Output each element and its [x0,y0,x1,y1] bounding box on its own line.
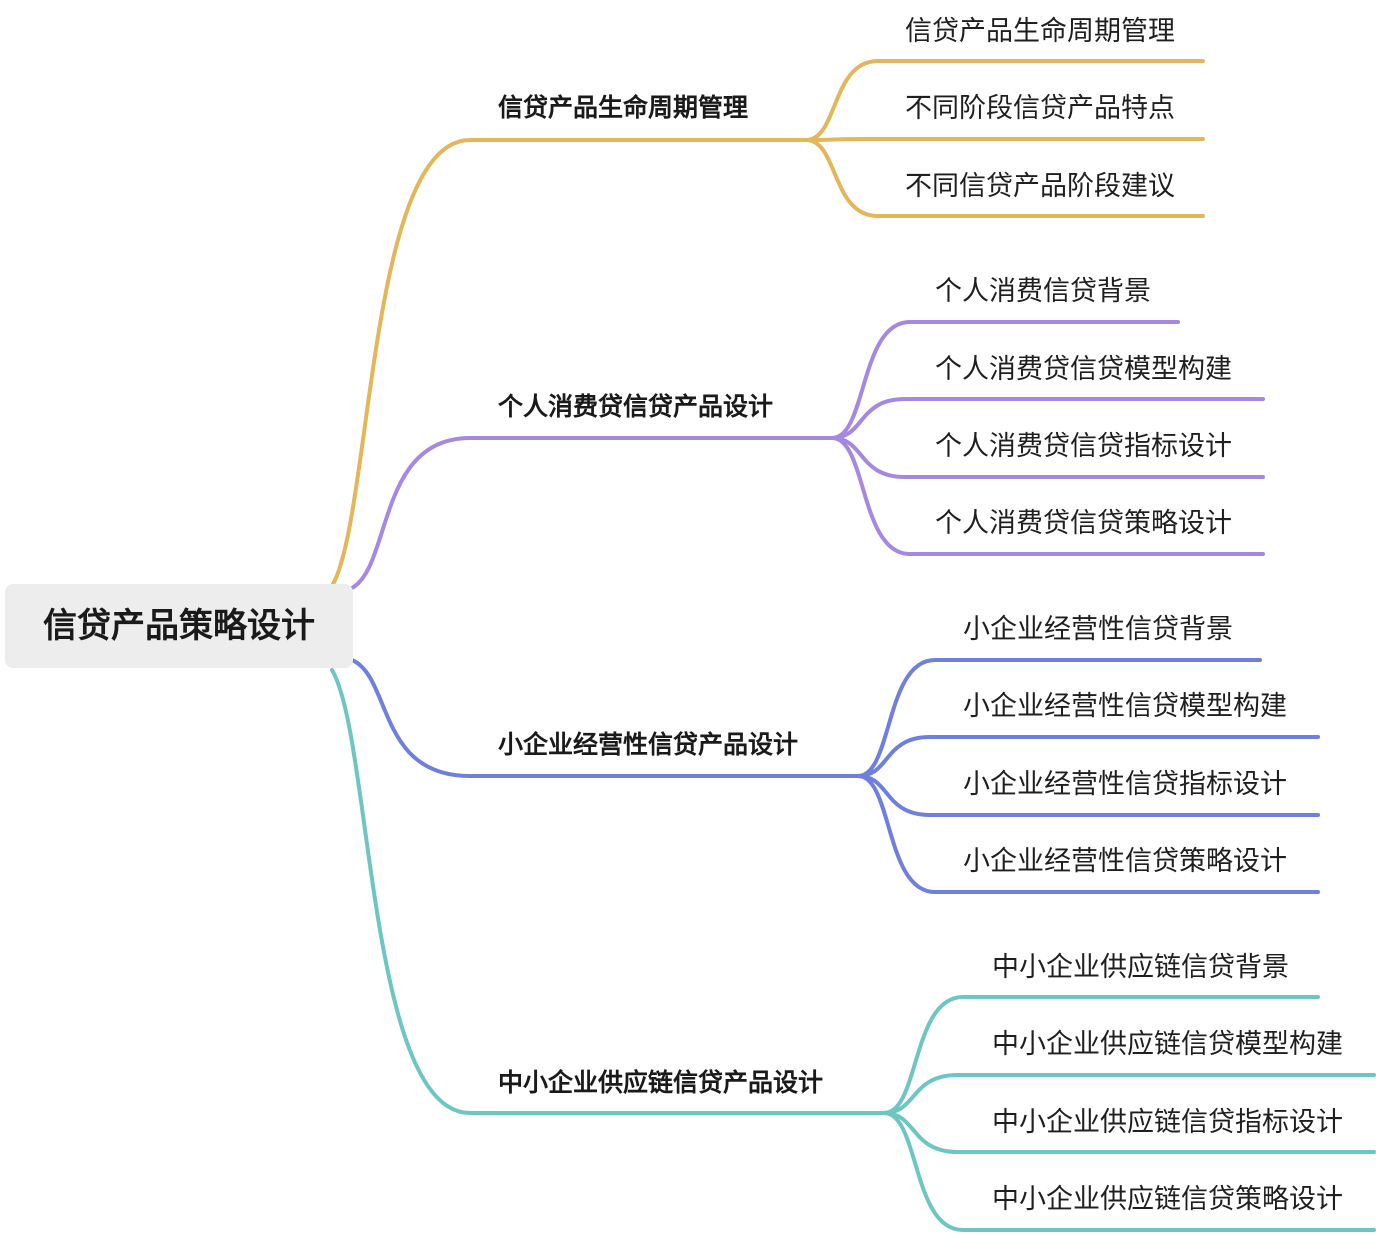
leaf-node[interactable]: 个人消费贷信贷策略设计 [935,508,1232,539]
leaf-node[interactable]: 小企业经营性信贷背景 [963,614,1233,645]
leaf-connector [830,320,1180,440]
leaf-connector [882,995,1320,1115]
leaf-node[interactable]: 中小企业供应链信贷背景 [992,952,1289,983]
leaf-connector [804,137,1205,142]
leaf-node[interactable]: 中小企业供应链信贷策略设计 [992,1184,1343,1215]
leaf-node[interactable]: 个人消费贷信贷指标设计 [935,431,1232,462]
branch-connector [330,138,808,588]
leaf-node[interactable]: 个人消费信贷背景 [935,276,1151,307]
leaf-connector [804,59,1205,142]
leaf-connector [856,774,1320,894]
root-node-label: 信贷产品策略设计 [43,606,315,646]
leaf-connector [882,1111,1376,1232]
leaf-node[interactable]: 信贷产品生命周期管理 [905,16,1175,47]
leaf-connector [856,658,1262,778]
leaf-connector [830,436,1265,556]
leaf-connector [830,397,1265,440]
branch-node-supply-chain[interactable]: 中小企业供应链信贷产品设计 [498,1068,824,1097]
root-node[interactable] [5,584,353,668]
branch-connector [350,436,834,590]
leaf-connector [804,138,1205,218]
branch-node-personal-consumer[interactable]: 个人消费贷信贷产品设计 [498,392,774,421]
leaf-node[interactable]: 小企业经营性信贷策略设计 [963,846,1287,877]
branch-connector [330,668,886,1115]
leaf-node[interactable]: 个人消费贷信贷模型构建 [935,354,1232,385]
leaf-node[interactable]: 不同阶段信贷产品特点 [905,93,1175,124]
branch-connector [350,658,860,778]
leaf-connector [882,1073,1376,1115]
leaf-node[interactable]: 中小企业供应链信贷指标设计 [992,1107,1343,1138]
leaf-node[interactable]: 小企业经营性信贷指标设计 [963,769,1287,800]
leaf-connector [856,735,1320,778]
branch-node-small-business[interactable]: 小企业经营性信贷产品设计 [498,730,799,759]
leaf-node[interactable]: 小企业经营性信贷模型构建 [963,691,1287,722]
leaf-node[interactable]: 中小企业供应链信贷模型构建 [992,1029,1343,1060]
branch-node-lifecycle[interactable]: 信贷产品生命周期管理 [498,93,749,122]
leaf-node[interactable]: 不同信贷产品阶段建议 [905,171,1175,202]
